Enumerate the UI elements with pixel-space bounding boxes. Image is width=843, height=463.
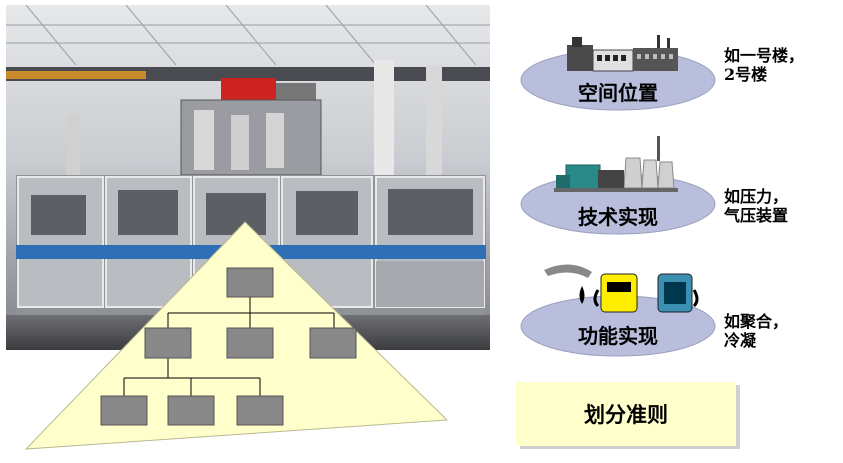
category-label-location: 空间位置 [578,81,658,105]
note-function: 如聚合， 冷凝 [724,312,788,350]
hierarchy-node-mid-1 [144,327,192,359]
criteria-box: 划分准则 [516,382,736,446]
note-location-line-1: 如一号楼， [724,46,805,65]
category-label-function: 功能实现 [578,324,658,348]
note-function-line-2: 冷凝 [724,331,757,350]
power-plant-icon [554,136,678,192]
fuel-pump-icon [544,264,699,313]
industrial-machine-photo [6,5,490,350]
factory-building-icon [567,35,678,72]
hierarchy-node-low-3 [236,395,284,426]
note-technology: 如压力， 气压装置 [724,187,788,225]
note-location-line-2: 2号楼 [724,65,768,84]
note-technology-line-2: 气压装置 [724,206,789,225]
hierarchy-node-mid-3 [309,327,357,359]
hierarchy-node-low-2 [167,395,215,426]
hierarchy-node-mid-2 [226,327,274,359]
criteria-label: 划分准则 [584,403,668,427]
note-location: 如一号楼， 2号楼 [724,46,804,84]
category-label-technology: 技术实现 [578,205,658,229]
note-function-line-1: 如聚合， [724,312,789,331]
note-technology-line-1: 如压力， [724,187,789,206]
hierarchy-node-low-1 [100,395,148,426]
hierarchy-node-top [226,267,274,298]
